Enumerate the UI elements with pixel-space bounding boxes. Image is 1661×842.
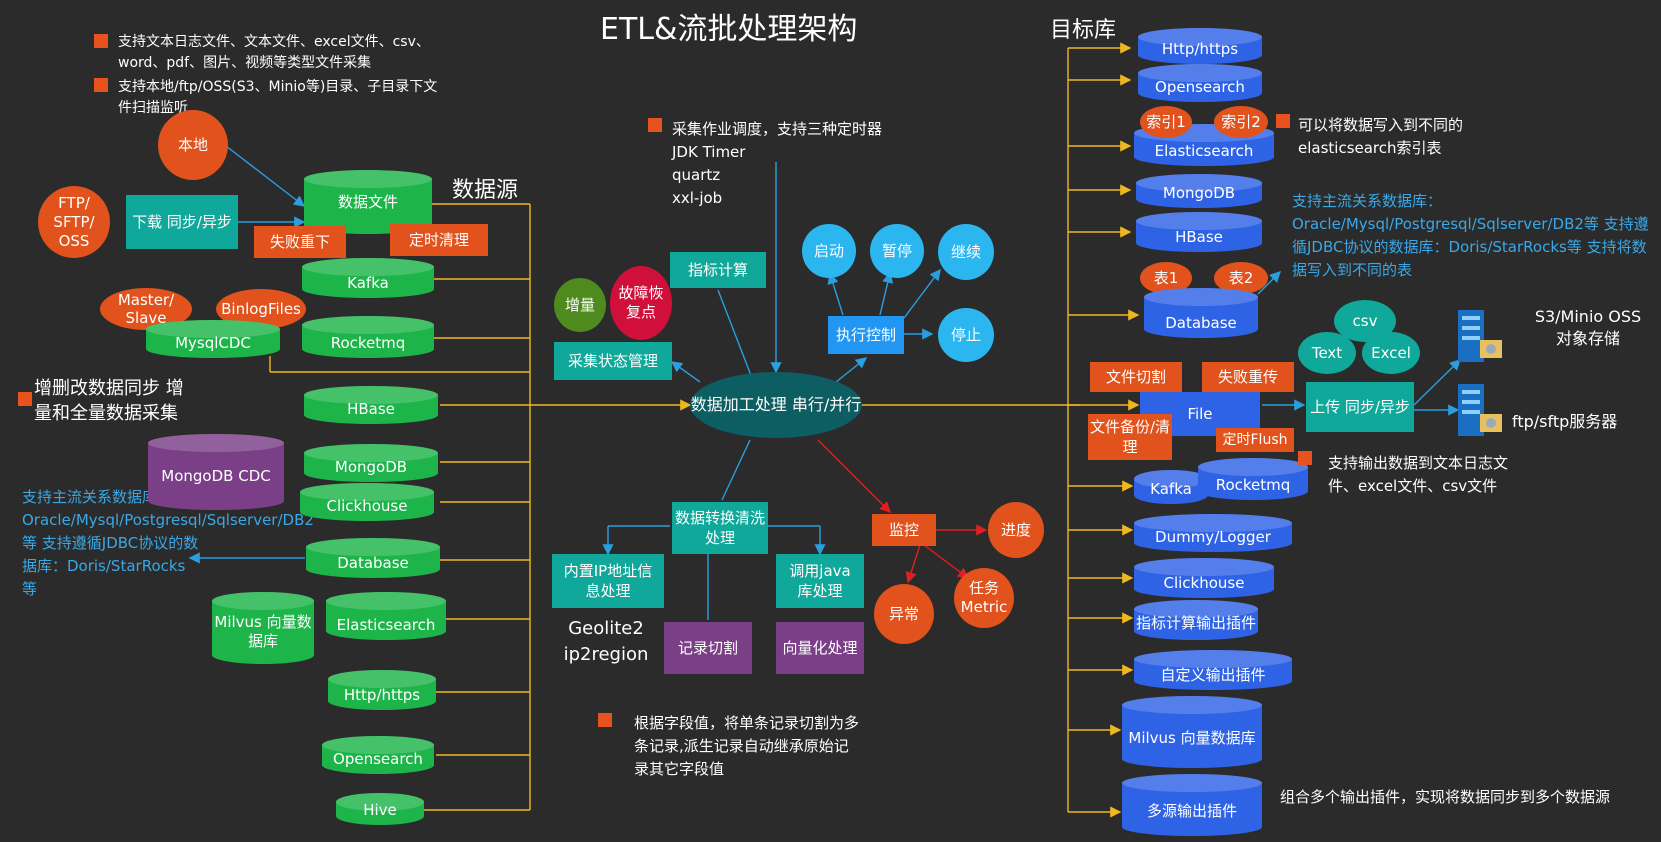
source-milvus: Milvus 向量数据库	[212, 592, 314, 664]
java-lib-box: 调用java库处理	[776, 554, 864, 608]
file-backup-tag: 文件备份/清理	[1088, 414, 1172, 460]
state-mgmt-box: 采集状态管理	[554, 342, 672, 380]
abnormal-node: 异常	[874, 584, 934, 644]
target-opensearch: Opensearch	[1138, 64, 1262, 102]
resume-node: 继续	[938, 224, 994, 280]
diagram-title: ETL&流批处理架构	[600, 12, 858, 47]
source-database: Database	[306, 538, 440, 578]
target-rocketmq: Rocketmq	[1198, 458, 1308, 500]
source-mongodb: MongoDB	[304, 444, 438, 482]
excel-format-node: Excel	[1362, 332, 1420, 374]
schedule-quartz: quartz	[672, 166, 721, 184]
note-target-db: 支持主流关系数据库：Oracle/Mysql/Postgresql/Sqlser…	[1292, 192, 1649, 279]
datafile-cylinder: 数据文件	[304, 170, 432, 234]
task-metric-node: 任务 Metric	[954, 568, 1014, 628]
target-multi-plugin: 多源输出插件	[1122, 774, 1262, 836]
schedule-head: 采集作业调度，支持三种定时器	[672, 120, 883, 138]
note-es-index: 可以将数据写入到不同的elasticsearch索引表	[1298, 116, 1464, 157]
incremental-node: 增量	[554, 278, 606, 332]
note-multi-output: 组合多个输出插件，实现将数据同步到多个数据源	[1280, 788, 1611, 806]
source-elasticsearch: Elasticsearch	[326, 592, 446, 640]
source-hive: Hive	[336, 793, 424, 825]
pause-node: 暂停	[870, 224, 924, 278]
ip-info-box: 内置IP地址信息处理	[552, 554, 664, 608]
target-dummy-logger: Dummy/Logger	[1134, 514, 1292, 552]
bullet-square	[648, 118, 662, 132]
source-mongodb-cdc: MongoDB CDC	[148, 434, 284, 510]
timed-flush-tag: 定时Flush	[1216, 428, 1294, 452]
source-hbase: HBase	[304, 386, 438, 424]
bullet-square	[94, 34, 108, 48]
bullet-square	[598, 713, 612, 727]
stop-node: 停止	[938, 308, 994, 362]
note-cdc: 增删改数据同步 增量和全量数据采集	[34, 378, 184, 424]
monitor-box: 监控	[872, 514, 936, 546]
note-file-output: 支持输出数据到文本日志文件、excel文件、csv文件	[1328, 454, 1509, 495]
local-node: 本地	[158, 110, 228, 180]
source-opensearch: Opensearch	[322, 736, 434, 774]
bullet-square	[1298, 451, 1312, 465]
schedule-jdk-timer: JDK Timer	[672, 143, 746, 161]
bullet-square	[94, 78, 108, 92]
vectorize-box: 向量化处理	[776, 622, 864, 674]
record-split-box: 记录切割	[664, 622, 752, 674]
exec-control-box: 执行控制	[828, 316, 904, 354]
source-http: Http/https	[328, 670, 436, 710]
source-clickhouse: Clickhouse	[300, 483, 434, 521]
bullet-square	[1276, 114, 1290, 128]
transform-box: 数据转换清洗处理	[672, 502, 768, 554]
text-format-node: Text	[1298, 332, 1356, 374]
s3-label: S3/Minio OSS对象存储	[1534, 307, 1642, 348]
target-database: Database	[1144, 288, 1258, 338]
note-source-db: 支持主流关系数据库：Oracle/Mysql/Postgresql/Sqlser…	[22, 488, 314, 598]
target-metric-plugin: 指标计算输出插件	[1134, 600, 1258, 640]
bullet-square	[18, 392, 32, 406]
timed-clean-tag: 定时清理	[390, 224, 488, 256]
target-clickhouse: Clickhouse	[1134, 558, 1274, 598]
fail-redownload-tag: 失败重下	[254, 226, 346, 258]
file-split-tag: 文件切割	[1090, 362, 1182, 392]
targets-heading: 目标库	[1050, 18, 1117, 43]
note-record-split: 根据字段值，将单条记录切割为多条记录,派生记录自动继承原始记录其它字段值	[634, 714, 860, 778]
target-kafka: Kafka	[1134, 470, 1208, 504]
sources-heading: 数据源	[452, 178, 519, 203]
target-custom-plugin: 自定义输出插件	[1134, 650, 1292, 690]
index1-tag: 索引1	[1140, 106, 1192, 138]
source-rocketmq: Rocketmq	[302, 316, 434, 358]
note-file-scan: 支持本地/ftp/OSS(S3、Minio等)目录、子目录下文件扫描监听	[118, 79, 438, 116]
schedule-xxl-job: xxl-job	[672, 189, 723, 207]
core-processing-node: 数据加工处理 串行/并行	[690, 372, 862, 438]
target-milvus: Milvus 向量数据库	[1122, 696, 1262, 768]
download-box: 下载 同步/异步	[126, 195, 238, 249]
progress-node: 进度	[988, 502, 1044, 558]
start-button-node: 启动	[802, 224, 856, 278]
note-schedule: 采集作业调度，支持三种定时器 JDK Timer quartz xxl-job	[672, 118, 882, 210]
ftp-server-icon	[1456, 380, 1506, 440]
source-mysqlcdc: MysqlCDC	[146, 320, 280, 358]
target-http: Http/https	[1138, 28, 1262, 64]
target-mongodb: MongoDB	[1136, 174, 1262, 208]
upload-box: 上传 同步/异步	[1306, 382, 1414, 432]
master-slave-tag: Master/ Slave	[100, 288, 192, 330]
source-kafka: Kafka	[302, 258, 434, 298]
note-file-types: 支持文本日志文件、文本文件、excel文件、csv、word、pdf、图片、视频…	[118, 34, 430, 71]
geo-libs-label: Geolite2 ip2region	[563, 618, 649, 665]
failure-recovery-node: 故障恢复点	[610, 266, 672, 340]
ftp-sftp-oss-node: FTP/ SFTP/ OSS	[38, 186, 110, 258]
fail-retry-tag: 失败重传	[1202, 362, 1294, 392]
metric-calc-box: 指标计算	[670, 252, 766, 288]
index2-tag: 索引2	[1214, 106, 1268, 138]
s3-server-icon	[1456, 306, 1506, 366]
ftp-server-label: ftp/sftp服务器	[1512, 412, 1618, 431]
target-hbase: HBase	[1136, 212, 1262, 252]
